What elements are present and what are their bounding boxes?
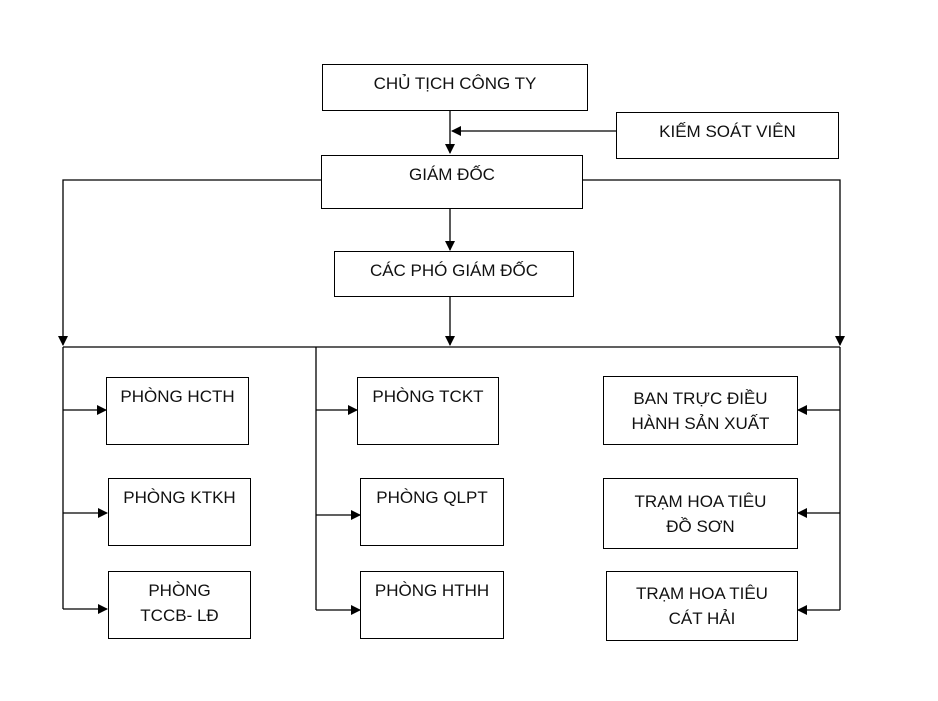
node-phong-qlpt-label: PHÒNG QLPT: [376, 488, 488, 507]
node-tram-cat-hai-label: TRẠM HOA TIÊU CÁT HẢI: [636, 584, 768, 628]
node-ban-truc-dieu-hanh: BAN TRỰC ĐIỀU HÀNH SẢN XUẤT: [603, 376, 798, 445]
connector-giamdoc-left: [58, 179, 321, 346]
node-pho-giam-doc-label: CÁC PHÓ GIÁM ĐỐC: [369, 261, 539, 280]
node-phong-hcth: PHÒNG HCTH: [106, 377, 249, 445]
node-kiem-soat-vien: KIẾM SOÁT VIÊN: [616, 112, 839, 159]
node-phong-hthh: PHÒNG HTHH: [360, 571, 504, 639]
node-phong-tckt: PHÒNG TCKT: [357, 377, 499, 445]
node-giam-doc-label: GIÁM ĐỐC: [409, 165, 495, 184]
node-phong-tccb-ld: PHÒNG TCCB- LĐ: [108, 571, 251, 639]
node-phong-tccb-ld-label: PHÒNG TCCB- LĐ: [140, 581, 219, 625]
node-tram-do-son-label: TRẠM HOA TIÊU ĐỒ SƠN: [634, 491, 767, 536]
node-chu-tich-label: CHỦ TỊCH CÔNG TY: [373, 74, 537, 93]
node-phong-ktkh: PHÒNG KTKH: [108, 478, 251, 546]
node-chu-tich: CHỦ TỊCH CÔNG TY: [322, 64, 588, 111]
node-phong-ktkh-label: PHÒNG KTKH: [123, 488, 236, 507]
node-tram-cat-hai: TRẠM HOA TIÊU CÁT HẢI: [606, 571, 798, 641]
node-tram-do-son: TRẠM HOA TIÊU ĐỒ SƠN: [603, 478, 798, 549]
node-giam-doc: GIÁM ĐỐC: [321, 155, 583, 209]
node-phong-hcth-label: PHÒNG HCTH: [120, 387, 235, 406]
node-phong-hthh-label: PHÒNG HTHH: [374, 581, 490, 600]
node-ban-truc-dieu-hanh-label: BAN TRỰC ĐIỀU HÀNH SẢN XUẤT: [631, 388, 770, 433]
node-kiem-soat-vien-label: KIẾM SOÁT VIÊN: [659, 122, 796, 141]
connector-giamdoc-right: [582, 179, 845, 346]
node-pho-giam-doc: CÁC PHÓ GIÁM ĐỐC: [334, 251, 574, 297]
node-phong-qlpt: PHÒNG QLPT: [360, 478, 504, 546]
node-phong-tckt-label: PHÒNG TCKT: [372, 387, 484, 406]
